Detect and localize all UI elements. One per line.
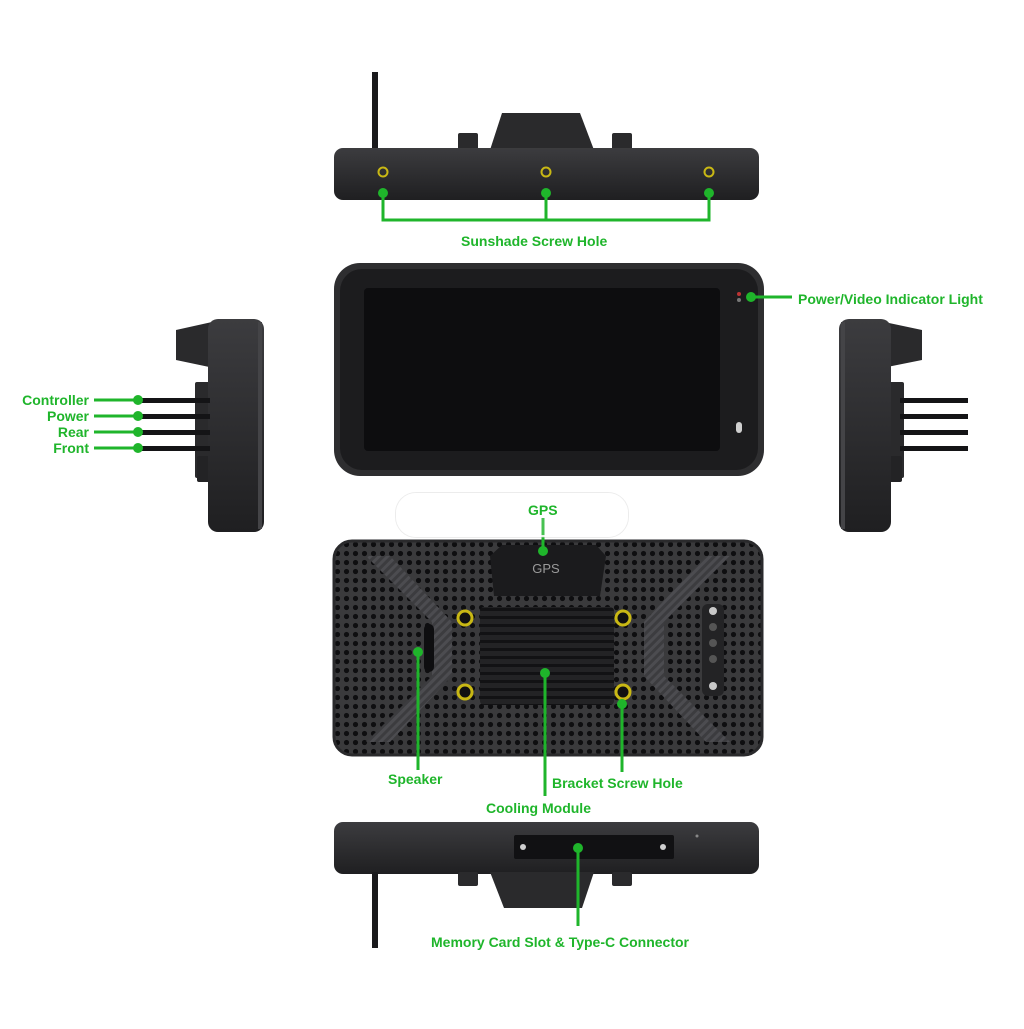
sunshade-screw-icon xyxy=(377,166,389,178)
slot-leader-line xyxy=(573,843,583,926)
top-housing xyxy=(334,148,759,200)
label-sunshade-screw-hole: Sunshade Screw Hole xyxy=(461,233,608,249)
indicator-light-icon xyxy=(737,292,741,296)
label-cooling-module: Cooling Module xyxy=(486,800,591,816)
memory-card-slot xyxy=(514,835,674,859)
right-side-device xyxy=(839,319,922,532)
gps-module xyxy=(490,545,606,596)
sunshade-leader-lines xyxy=(378,188,714,222)
bracket-screw-icon xyxy=(456,609,474,627)
left-side-device xyxy=(176,319,264,532)
bracket-screw-icon xyxy=(614,683,632,701)
label-power-video-indicator-light: Power/Video Indicator Light xyxy=(798,291,983,307)
display-screen xyxy=(364,288,720,451)
rear-leader-lines xyxy=(413,518,627,796)
left-side-housing xyxy=(208,319,264,532)
top-view-device xyxy=(334,72,759,200)
screw-icon xyxy=(709,682,717,690)
button-icon xyxy=(736,422,742,433)
sunshade-screw-icon xyxy=(540,166,552,178)
label-controller: Controller xyxy=(22,392,89,408)
label-bracket-screw-hole: Bracket Screw Hole xyxy=(552,775,683,791)
bottom-view-device xyxy=(334,822,759,948)
bracket-screw-icon xyxy=(614,609,632,627)
speaker-icon xyxy=(424,624,434,672)
bottom-cable xyxy=(372,872,378,948)
label-speaker: Speaker xyxy=(388,771,443,787)
right-side-housing xyxy=(839,319,891,532)
screw-icon xyxy=(709,607,717,615)
bottom-bracket xyxy=(490,872,594,908)
label-power: Power xyxy=(46,408,89,424)
label-front: Front xyxy=(53,440,89,456)
label-memory-card-slot: Memory Card Slot & Type-C Connector xyxy=(431,934,689,950)
top-bracket xyxy=(490,113,594,150)
screw-icon xyxy=(520,844,526,850)
cooling-module xyxy=(480,607,614,705)
watermark: Tecnocenty.com xyxy=(396,493,628,537)
front-view-device xyxy=(334,263,764,476)
left-cables xyxy=(136,398,210,451)
top-cable xyxy=(372,72,378,150)
label-gps: GPS xyxy=(528,502,558,518)
label-rear: Rear xyxy=(57,424,89,440)
gps-module-print: GPS xyxy=(532,561,560,576)
left-frame-arm xyxy=(366,556,452,742)
rear-view-device xyxy=(332,539,764,757)
screw-icon xyxy=(660,844,666,850)
indicator-leader-line xyxy=(746,292,792,302)
right-frame-arm xyxy=(644,556,730,742)
cable-leader-lines xyxy=(94,395,143,453)
right-cables xyxy=(900,398,968,451)
sunshade-screw-icon xyxy=(703,166,715,178)
bracket-screw-icon xyxy=(456,683,474,701)
